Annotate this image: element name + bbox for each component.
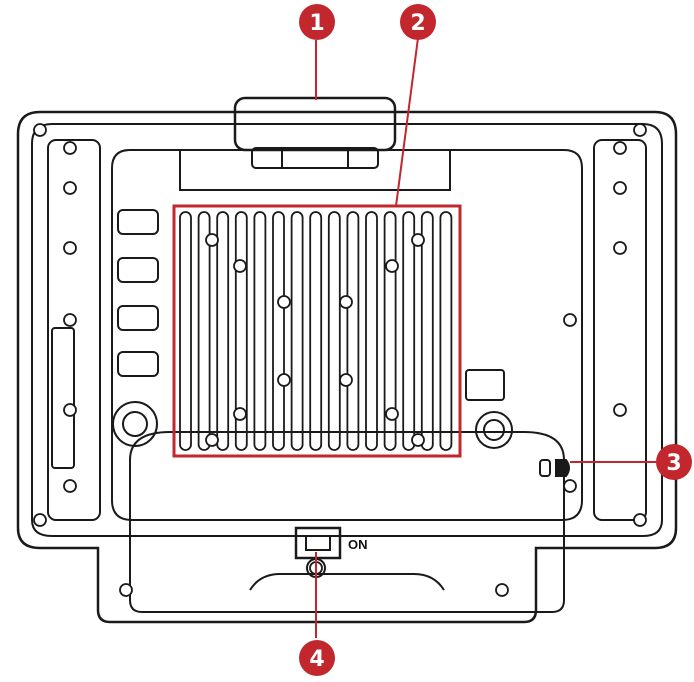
battery-door: [51, 327, 75, 469]
cooling-fin: [216, 211, 230, 451]
screw: [495, 583, 509, 597]
screw: [613, 141, 627, 155]
callout-number: 3: [666, 451, 681, 476]
inner-housing: [31, 123, 663, 537]
callout-4: 4: [299, 640, 335, 676]
screw: [277, 373, 291, 387]
screw: [339, 373, 353, 387]
left-side-panel: [47, 139, 101, 521]
cooling-fin: [179, 211, 192, 451]
callout-2: 2: [400, 4, 436, 40]
connector-column: [112, 209, 159, 447]
lock-slot: [539, 459, 551, 477]
callout-leaders: [315, 37, 656, 638]
cooling-fin: [253, 211, 267, 451]
cooling-fin: [290, 211, 304, 451]
screw: [63, 479, 77, 493]
cooling-fin: [234, 211, 248, 451]
cooling-fin: [365, 211, 378, 451]
screw: [411, 233, 425, 247]
screw: [205, 433, 219, 447]
screw: [613, 403, 627, 417]
screw: [339, 295, 353, 309]
screw: [633, 123, 647, 137]
callout-marker: [299, 4, 335, 40]
screw: [563, 313, 577, 327]
screw: [385, 407, 399, 421]
screw: [63, 241, 77, 255]
callout-number: 1: [309, 11, 324, 36]
screw: [613, 241, 627, 255]
cooling-fin: [402, 211, 416, 451]
callout-3: 3: [656, 444, 692, 480]
callout-marker: [400, 4, 436, 40]
callout-marker: [299, 640, 335, 676]
central-body: [111, 149, 583, 521]
cooling-fin: [383, 211, 397, 451]
screw: [63, 403, 77, 417]
cooling-fin: [272, 211, 285, 451]
cooling-fin: [197, 211, 211, 451]
screw: [277, 295, 291, 309]
screw: [33, 123, 47, 137]
cooling-fins: [179, 211, 453, 451]
screw: [563, 479, 577, 493]
vesa-mount-plate: [172, 204, 462, 458]
callout-marker: [656, 444, 692, 480]
cooling-fin: [327, 211, 341, 451]
right-side-panel: [593, 139, 647, 521]
screw: [233, 407, 247, 421]
screws: [33, 123, 647, 597]
callout-1: 1: [299, 4, 335, 40]
screw: [63, 181, 77, 195]
screw: [385, 259, 399, 273]
cooling-fin: [309, 211, 323, 451]
screw: [233, 259, 247, 273]
power-label: ON: [348, 537, 368, 552]
screw: [33, 513, 47, 527]
screw: [63, 313, 77, 327]
leader-2: [395, 37, 419, 207]
callout-number: 4: [309, 647, 324, 672]
screw: [411, 433, 425, 447]
callout-number: 2: [410, 11, 425, 36]
screw: [613, 181, 627, 195]
screw: [119, 583, 133, 597]
screw: [633, 513, 647, 527]
screw: [205, 233, 219, 247]
power-button: [294, 526, 342, 560]
cooling-fin: [420, 211, 434, 451]
right-ports: [465, 369, 513, 449]
cooling-fin: [346, 211, 360, 451]
cooling-fin: [439, 211, 453, 451]
screw: [63, 141, 77, 155]
